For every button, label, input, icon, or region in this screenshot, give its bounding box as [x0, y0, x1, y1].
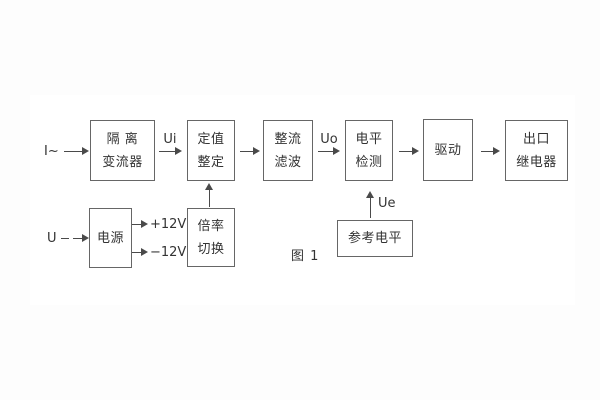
block-ratio-switch: 倍率 切换: [187, 208, 235, 267]
block-rectifier-filter: 整流 滤波: [263, 120, 313, 181]
signal-label-input-current: I~: [44, 144, 59, 159]
signal-label-minus-12v: −12V: [150, 245, 187, 260]
block-label: 出口: [522, 131, 550, 147]
block-label: 隔 离: [106, 131, 139, 147]
signal-label-ue: Ue: [378, 196, 396, 211]
block-label: 倍率: [197, 218, 225, 234]
block-label: 继电器: [516, 154, 557, 170]
block-label: 滤波: [274, 154, 302, 170]
block-reference-level: 参考电平: [337, 220, 413, 257]
block-label: 整定: [197, 154, 225, 170]
block-isolation-transformer: 隔 离 变流器: [90, 120, 155, 181]
block-label: 电源: [96, 230, 124, 246]
signal-label-input-voltage: U: [47, 231, 57, 246]
block-label: 参考电平: [347, 231, 402, 246]
block-label: 驱动: [434, 142, 462, 158]
signal-label-ui: Ui: [163, 132, 177, 147]
block-label: 定值: [197, 131, 225, 147]
block-label: 切换: [197, 241, 225, 257]
block-label: 检测: [355, 154, 383, 170]
block-driver: 驱动: [423, 119, 473, 181]
signal-label-uo: Uo: [320, 132, 338, 147]
block-output-relay: 出口 继电器: [505, 120, 568, 181]
block-label: 整流: [274, 131, 302, 147]
signal-label-plus-12v: +12V: [150, 217, 187, 232]
block-power-supply: 电源: [89, 208, 132, 268]
block-label: 电平: [355, 131, 383, 147]
block-level-detector: 电平 检测: [345, 120, 393, 181]
block-label: 变流器: [102, 154, 143, 170]
block-setting-adjust: 定值 整定: [187, 120, 235, 181]
figure-caption: 图 1: [291, 249, 320, 264]
